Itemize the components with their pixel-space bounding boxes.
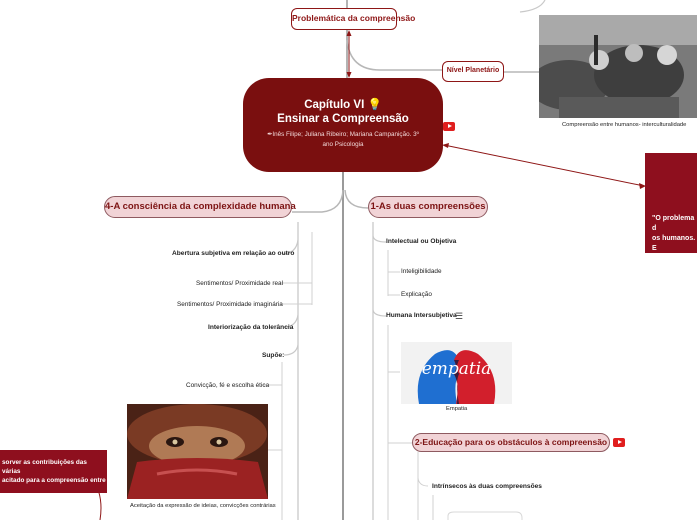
intrinsecos[interactable]: Intrínsecos às duas compreensões [432, 483, 542, 490]
left-note-box[interactable]: sorver as contribuições das várias acita… [0, 450, 107, 493]
branch-educacao-obstaculos[interactable]: 2-Educação para os obstáculos à compreen… [412, 433, 610, 452]
quote-line2: os humanos. E [652, 234, 697, 254]
explicacao[interactable]: Explicação [401, 291, 432, 298]
veiled-woman-image [127, 404, 268, 499]
central-title-line2: Ensinar a Compreensão [243, 112, 443, 126]
quote-box[interactable]: "O problema d os humanos. E finalidades … [645, 153, 697, 253]
intelectual-objetiva[interactable]: Intelectual ou Objetiva [386, 238, 456, 245]
quote-line1: "O problema d [652, 214, 697, 234]
central-topic[interactable]: Capítulo VI 💡 Ensinar a Compreensão ✒Inê… [243, 78, 443, 172]
inteligibilidade[interactable]: Inteligibilidade [401, 268, 442, 275]
sentimentos-real[interactable]: Sentimentos/ Proximidade real [196, 280, 283, 287]
sentimentos-imaginaria[interactable]: Sentimentos/ Proximidade imaginária [177, 301, 283, 308]
problematica-node[interactable]: Problemática da compreensão [291, 8, 397, 30]
left-note-line2: acitado para a compreensão entre [2, 476, 107, 485]
empatia-image: empatia [401, 342, 512, 404]
empatia-caption: Empatia [446, 406, 467, 412]
quote-line3: finalidades da [652, 254, 697, 274]
branch-complexidade-humana[interactable]: 4-A consciência da complexidade humana [104, 196, 292, 218]
nivel-planetario-node[interactable]: Nível Planetário [442, 61, 504, 82]
conviccao-fe[interactable]: Convicção, fé e escolha ética [186, 382, 269, 389]
abertura-subjetiva[interactable]: Abertura subjetiva em relação ao outro [172, 250, 294, 257]
soldiers-image [539, 15, 697, 118]
central-title-line1: Capítulo VI 💡 [243, 98, 443, 112]
central-authors: ✒Inês Filipe; Juliana Ribeiro; Mariana C… [243, 130, 443, 150]
humana-intersubjetiva[interactable]: Humana Intersubjetiva [386, 312, 457, 319]
youtube-icon[interactable] [443, 122, 455, 131]
menu-icon[interactable]: ☰ [455, 312, 463, 321]
youtube-icon-2[interactable] [613, 438, 625, 447]
war-caption: Compreensão entre humanos- intercultural… [562, 122, 686, 128]
interiorizacao-tolerancia[interactable]: Interiorização da tolerância [208, 324, 293, 331]
left-note-line1: sorver as contribuições das várias [2, 458, 107, 476]
veil-caption: Aceitação da expressão de ideias, convic… [130, 503, 276, 509]
empatia-word: empatia [401, 359, 512, 379]
branch-duas-compreensoes[interactable]: 1-As duas compreensões [368, 196, 488, 218]
supoe[interactable]: Supõe: [262, 352, 284, 359]
